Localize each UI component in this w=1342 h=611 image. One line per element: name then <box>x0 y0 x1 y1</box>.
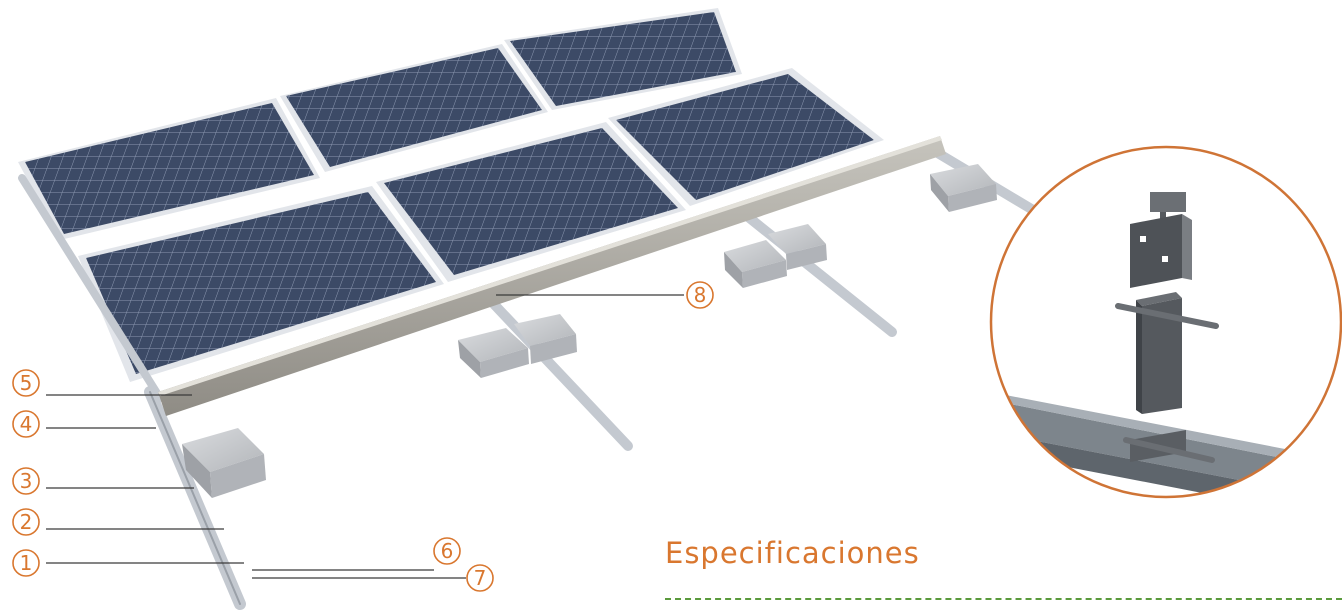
rear-beam <box>158 136 946 416</box>
callout-label-6: 6 <box>441 539 454 563</box>
leader-lines <box>46 294 684 579</box>
solar-panel-back-row <box>18 8 742 240</box>
callout-7: 7 <box>466 564 494 592</box>
callout-4: 4 <box>12 410 40 438</box>
callout-6: 6 <box>433 537 461 565</box>
callout-2: 2 <box>12 508 40 536</box>
detail-circle <box>989 145 1342 499</box>
callout-label-7: 7 <box>474 566 487 590</box>
callout-label-4: 4 <box>20 412 33 436</box>
callout-label-2: 2 <box>20 510 33 534</box>
specifications-divider <box>665 598 1342 600</box>
specifications-heading: Especificaciones <box>665 536 920 570</box>
callout-label-3: 3 <box>20 469 33 493</box>
solar-panel-front-row <box>78 68 884 382</box>
callout-label-5: 5 <box>20 371 33 395</box>
ballast-blocks <box>182 164 997 498</box>
callout-label-1: 1 <box>20 551 33 575</box>
callout-3: 3 <box>12 467 40 495</box>
callout-label-8: 8 <box>694 283 707 307</box>
callout-5: 5 <box>12 369 40 397</box>
support-rails <box>18 147 1095 610</box>
callout-8: 8 <box>686 281 714 309</box>
callout-1: 1 <box>12 549 40 577</box>
bracket-assembly <box>1115 192 1219 463</box>
